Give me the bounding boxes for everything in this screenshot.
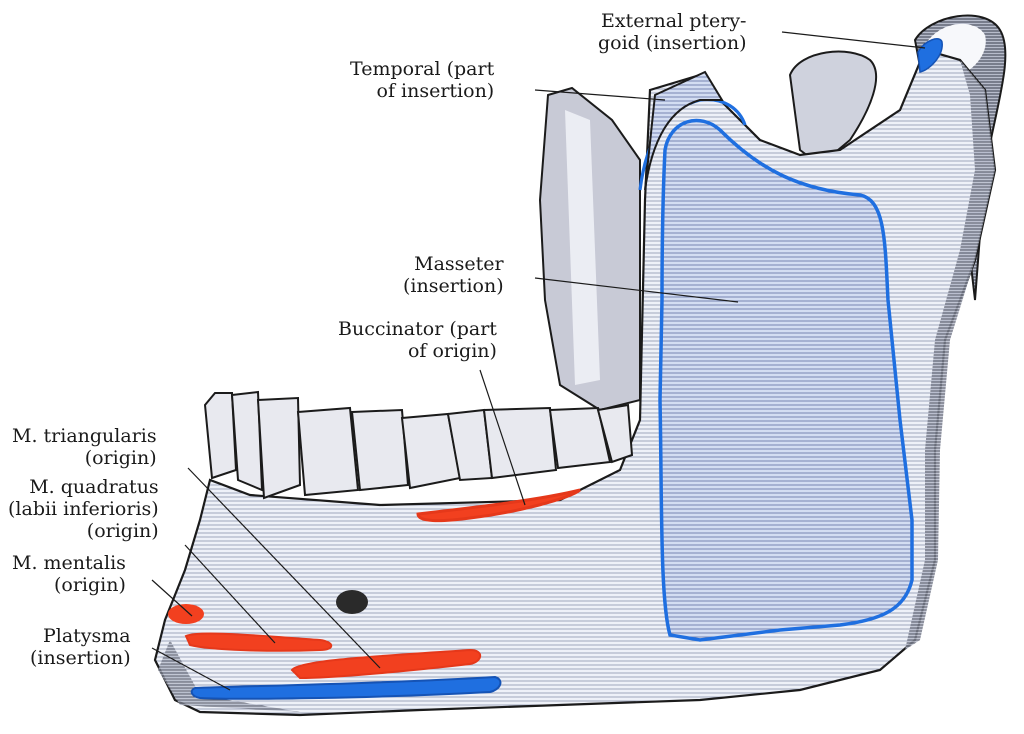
label-platysma-line1: Platysma [42, 625, 131, 647]
label-triangularis: M. triangularis (origin) [12, 425, 157, 469]
label-platysma: Platysma (insertion) [30, 625, 131, 669]
label-quadratus-line3: (origin) [86, 520, 159, 542]
label-quadratus-line2: (labii inferioris) [8, 498, 159, 520]
label-quadratus-line1: M. quadratus [29, 476, 159, 498]
label-mentalis: M. mentalis (origin) [12, 552, 126, 596]
label-buccinator-line1: Buccinator (part [338, 318, 497, 340]
label-masseter-line2: (insertion) [403, 275, 504, 297]
temporal-insertion-area [644, 70, 724, 191]
label-mentalis-line1: M. mentalis [12, 552, 126, 574]
external-pterygoid-insertion [917, 38, 943, 73]
label-external-pterygoid-line2: goid (insertion) [598, 32, 747, 54]
teeth-row [203, 390, 634, 500]
label-quadratus: M. quadratus (labii inferioris) (origin) [8, 476, 159, 542]
platysma-insertion [190, 675, 502, 700]
label-external-pterygoid-line1: External ptery- [600, 10, 747, 32]
label-buccinator: Buccinator (part of origin) [338, 318, 497, 362]
triangularis-origin [290, 648, 482, 680]
label-platysma-line2: (insertion) [30, 647, 131, 669]
label-masseter: Masseter (insertion) [403, 253, 504, 297]
coronoid-process [538, 86, 641, 412]
masseter-insertion-area [658, 118, 914, 642]
label-mentalis-line2: (origin) [54, 574, 126, 596]
label-triangularis-line1: M. triangularis [12, 425, 157, 447]
buccinator-origin [416, 488, 581, 523]
label-temporal-line2: of insertion) [376, 80, 495, 102]
label-buccinator-line2: of origin) [407, 340, 497, 362]
mentalis-origin [168, 604, 204, 624]
label-external-pterygoid: External ptery- goid (insertion) [598, 10, 746, 54]
label-masseter-line1: Masseter [414, 253, 504, 275]
quadratus-origin [184, 632, 333, 652]
label-temporal-line1: Temporal (part [350, 58, 495, 80]
leader-lines [151, 31, 926, 691]
label-temporal: Temporal (part of insertion) [350, 58, 494, 102]
label-triangularis-line2: (origin) [84, 447, 157, 469]
mental-foramen [336, 590, 368, 614]
